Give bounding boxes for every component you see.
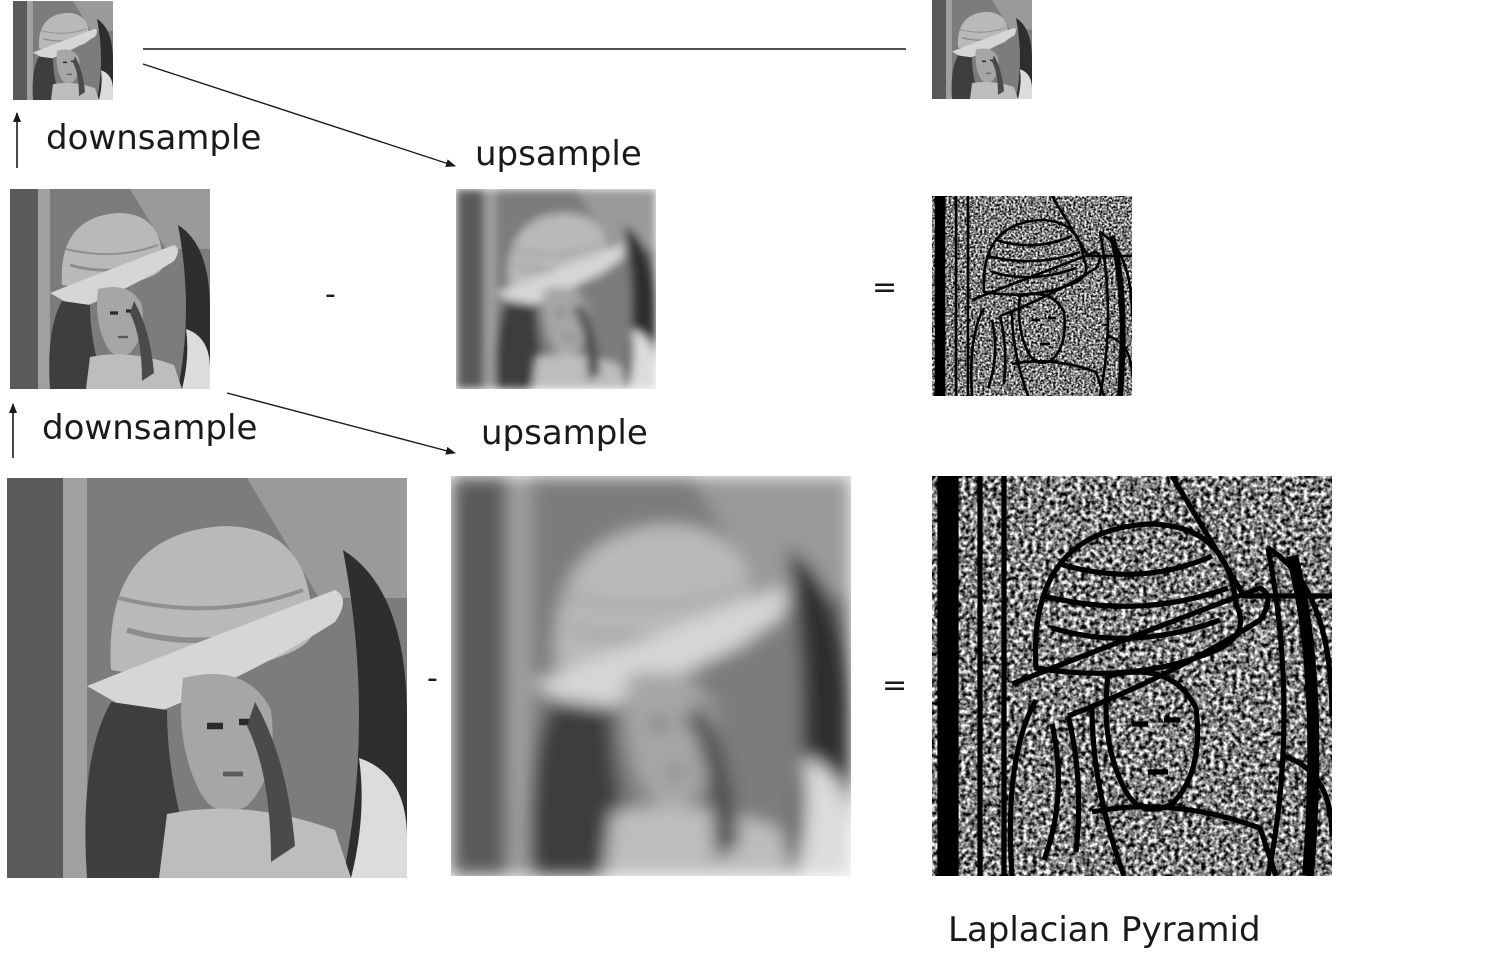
equals-operator-bottom: = — [882, 668, 908, 703]
laplacian-pyramid-caption: Laplacian Pyramid — [948, 910, 1261, 950]
upsample-arrow-top — [142, 63, 456, 168]
downsample-label-mid: downsample — [42, 408, 258, 448]
upsample-arrow-mid — [226, 392, 456, 455]
downsample-label-top: downsample — [46, 118, 262, 158]
equals-operator-mid: = — [872, 270, 898, 305]
upsample-label-top: upsample — [475, 134, 642, 174]
minus-operator-mid: - — [325, 277, 336, 312]
minus-operator-bottom: - — [427, 661, 438, 696]
upsample-label-mid: upsample — [481, 413, 648, 453]
